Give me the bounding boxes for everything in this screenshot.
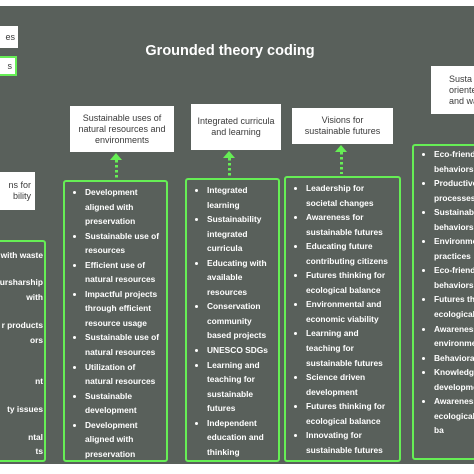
right-column-item: Eco-friendly behaviors: [434, 147, 474, 176]
right-column-item: Awareness environment: [434, 322, 474, 351]
column-3-item: Learning and teaching for sustainable fu…: [306, 326, 395, 370]
right-column-item: Sustainable behaviors: [434, 205, 474, 234]
column-3-header: Visions for sustainable futures: [292, 108, 393, 144]
top-left-box-1: es: [0, 26, 18, 48]
left-column-item: with waste: [0, 250, 43, 260]
column-2-connector: [228, 158, 231, 176]
right-header-box: Susta orientec and ways: [431, 66, 474, 114]
column-2-arrow: [223, 151, 235, 158]
column-2-item: Learning and teaching for sustainable fu…: [207, 358, 274, 416]
top-left-box-1-text: es: [5, 31, 15, 42]
left-column-item: nt: [35, 376, 43, 386]
left-items-box: [0, 240, 46, 462]
column-1-connector: [115, 160, 118, 178]
diagram-panel: [0, 6, 474, 464]
column-2-item: Integrated learning: [207, 183, 274, 212]
column-3-items-box: Leadership for societal changesAwareness…: [284, 176, 401, 462]
column-1-item: Sustainable use of resources: [85, 229, 162, 258]
column-3-item: Environmental and economic viability: [306, 297, 395, 326]
column-3-item: Educating future contributing citizens: [306, 239, 395, 268]
right-items-list: Eco-friendly behaviorsProductive process…: [414, 146, 474, 438]
left-column-item: ors: [29, 335, 43, 345]
column-3-item: Innovating for sustainable futures: [306, 428, 395, 457]
column-1-arrow: [110, 153, 122, 160]
column-2-item: Independent education and thinking: [207, 416, 274, 460]
right-items-box: Eco-friendly behaviorsProductive process…: [412, 144, 474, 460]
left-header-line-2: bility: [12, 191, 31, 201]
column-3-items-list: Leadership for societal changesAwareness…: [286, 178, 399, 460]
right-column-item: Environment practices: [434, 234, 474, 263]
column-2-item: Conservation community based projects: [207, 299, 274, 343]
left-header-line-1: ns for: [8, 180, 31, 190]
column-3-item: Awareness for sustainable futures: [306, 210, 395, 239]
left-column-item: ursharship: [0, 277, 43, 287]
right-column-item: Knowledge development: [434, 365, 474, 394]
right-column-item: Productive processes: [434, 176, 474, 205]
right-header-text: Susta orientec and ways: [449, 73, 474, 106]
top-left-box-2: s: [0, 56, 17, 76]
column-3-item: Science driven development: [306, 370, 395, 399]
column-1-item: Sustainable use of natural resources: [85, 330, 162, 359]
column-1-header: Sustainable uses of natural resources an…: [70, 106, 174, 152]
right-column-item: Awareness ecological ba: [434, 394, 474, 438]
column-3-item: Futures thinking for ecological balance: [306, 399, 395, 428]
column-1-items-box: Development aligned with preservationSus…: [63, 180, 168, 462]
left-column-item: ts: [35, 446, 43, 456]
left-column-item: with: [26, 292, 43, 302]
column-1-item: Development aligned with preservation: [85, 185, 162, 229]
column-3-item: Futures thinking for ecological balance: [306, 268, 395, 297]
column-3-header-text: Visions for sustainable futures: [304, 115, 381, 136]
column-1-item: Utilization of natural resources: [85, 360, 162, 389]
left-header-box: ns for bility: [0, 172, 35, 210]
column-3-item: Leadership for societal changes: [306, 181, 395, 210]
left-column-item: r products: [1, 320, 43, 330]
column-2-items-box: Integrated learningSustainability integr…: [185, 178, 280, 462]
column-2-item: Sustainability integrated curricula: [207, 212, 274, 256]
column-2-item: Educating with available resources: [207, 256, 274, 300]
column-1-item: Impactful projects through efficient res…: [85, 287, 162, 331]
column-2-items-list: Integrated learningSustainability integr…: [187, 180, 278, 459]
column-1-item: Development aligned with preservation: [85, 418, 162, 460]
column-2-header: Integrated curricula and learning: [191, 104, 281, 150]
left-column-item: ntal: [28, 432, 43, 442]
top-left-box-2-text: s: [7, 60, 13, 71]
column-2-item: UNESCO SDGs: [207, 343, 274, 358]
column-1-header-text: Sustainable uses of natural resources an…: [78, 112, 166, 145]
left-column-item: ty issues: [7, 404, 43, 414]
column-1-items-list: Development aligned with preservationSus…: [65, 182, 166, 460]
column-2-header-text: Integrated curricula and learning: [197, 116, 275, 137]
right-column-item: Futures thi ecological l: [434, 292, 474, 321]
column-3-item: Futures thinking: [306, 457, 395, 460]
column-1-item: Sustainable development: [85, 389, 162, 418]
column-3-connector: [340, 152, 343, 174]
right-column-item: Eco-friendly behaviors: [434, 263, 474, 292]
column-3-arrow: [335, 145, 347, 152]
diagram-title: Grounded theory coding: [145, 43, 315, 59]
column-1-item: Efficient use of natural resources: [85, 258, 162, 287]
right-column-item: Behavioral c: [434, 351, 474, 366]
